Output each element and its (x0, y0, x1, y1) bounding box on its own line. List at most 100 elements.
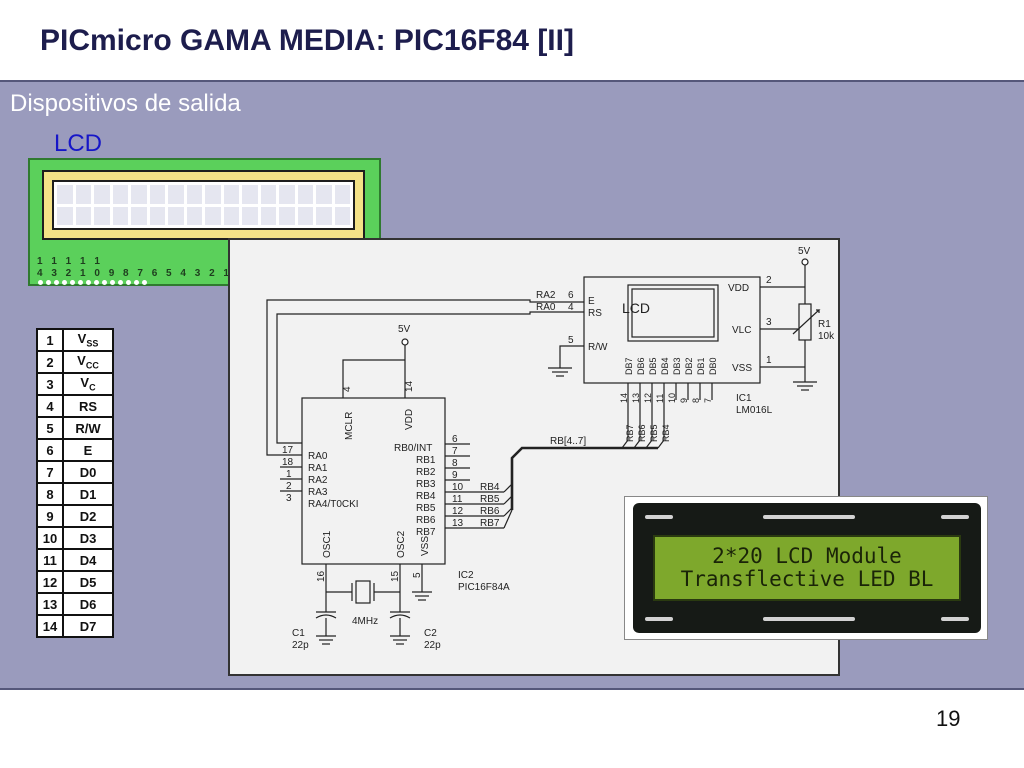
mcu-pin-osc1-num: 16 (316, 570, 327, 582)
lcd-char-cell (242, 185, 258, 204)
lcd-pin-vlc-num: 3 (766, 317, 772, 328)
pin-signal: VC (62, 372, 114, 396)
pin-number: 7 (36, 460, 64, 484)
lcd-bezel (42, 170, 365, 240)
lcd-pin-e: E (588, 296, 595, 307)
mcu-pin-osc2-num: 15 (390, 570, 401, 582)
mcu-pin-ra1-num: 18 (282, 457, 294, 468)
supply-5v-right: 5V (798, 246, 811, 257)
lcd-bus-rb7: RB7 (625, 424, 635, 442)
lcd-char-cell (168, 185, 184, 204)
lcd-db3-num: 10 (667, 393, 677, 403)
pin-signal-name: D6 (79, 596, 97, 612)
mcu-pin-vdd: VDD (404, 409, 415, 430)
mcu-pin-rb3: RB3 (416, 479, 436, 490)
c2-value: 22p (424, 640, 441, 651)
mcu-pin-ra0: RA0 (308, 451, 328, 462)
crystal-label: 4MHz (352, 616, 378, 627)
mcu-pin-rb0-num: 6 (452, 434, 458, 445)
mcu-pin-rb1-num: 7 (452, 446, 458, 457)
lcd-char-cell (316, 185, 332, 204)
lcd-char-cell (112, 185, 128, 204)
lcd-bus-rb6: RB6 (637, 424, 647, 442)
schematic-drawing: LCD E RS R/W 6 4 5 RA2 RA0 VDD VLC VSS 2… (266, 246, 835, 651)
lcd-pin-pad (126, 280, 131, 285)
lcd-pin-vlc: VLC (732, 325, 751, 336)
pin-signal-subscript: SS (86, 338, 99, 349)
pin-signal: D6 (62, 592, 114, 616)
lcd-db0-num: 7 (703, 398, 713, 403)
lcd-pin-pad (134, 280, 139, 285)
mcu-pin-mclr: MCLR (344, 412, 355, 440)
lcd-char-cell (334, 206, 350, 225)
pin-signal: D5 (62, 570, 114, 594)
lcd-char-cell (223, 206, 239, 225)
pin-signal-name: D0 (79, 464, 97, 480)
lcd-db6: DB6 (636, 357, 646, 375)
pin-signal: D3 (62, 526, 114, 550)
lcd-char-cell (205, 185, 221, 204)
mcu-pin-vss: VSS (420, 536, 431, 556)
mcu-pin-ra0-num: 17 (282, 445, 294, 456)
lcd-module-body: 2*20 LCD Module Transflective LED BL (633, 503, 981, 633)
lcd-char-cell (205, 206, 221, 225)
pin-signal-subscript: CC (85, 360, 99, 371)
lcd-module-display: 2*20 LCD Module Transflective LED BL (653, 535, 961, 601)
pin-number: 4 (36, 394, 64, 418)
mcu-pin-rb4: RB4 (416, 491, 436, 502)
lcd-pin-rs-num: 4 (568, 302, 574, 313)
lcd-module-line-1: 2*20 LCD Module (712, 544, 902, 568)
mcu-bus-rb7: RB7 (480, 518, 500, 529)
lcd-pin-vdd-num: 2 (766, 275, 772, 286)
lcd-pin-pad (102, 280, 107, 285)
mcu-pin-rb6-num: 12 (452, 506, 464, 517)
pin-signal-name: V (80, 375, 90, 391)
mcu-pin-ra2-num: 1 (286, 469, 292, 480)
mcu-pin-rb5: RB5 (416, 503, 436, 514)
lcd-pin-numbers-units: 4 3 2 1 0 9 8 7 6 5 4 3 2 1 (37, 268, 232, 279)
mcu-pin-rb4-num: 10 (452, 482, 464, 493)
lcd-char-cell (279, 185, 295, 204)
lcd-char-cell (316, 206, 332, 225)
lcd-db5: DB5 (648, 357, 658, 375)
pin-signal-name: V (77, 353, 86, 369)
pin-signal-name: D2 (79, 508, 97, 524)
lcd-char-cell (297, 206, 313, 225)
pin-signal: D0 (62, 460, 114, 484)
lcd-pin-pad (38, 280, 43, 285)
lcd-ic-ref: IC1 (736, 393, 752, 404)
pin-signal: D1 (62, 482, 114, 506)
bus-label: RB[4..7] (550, 436, 586, 447)
lcd-pin-e-num: 6 (568, 290, 574, 301)
pin-signal: VCC (62, 350, 114, 374)
lcd-pin-pad (94, 280, 99, 285)
lcd-pin-pad (86, 280, 91, 285)
lcd-db2-num: 9 (679, 398, 689, 403)
pin-signal-name: D4 (79, 552, 97, 568)
lcd-pin-pads (38, 280, 147, 285)
lcd-char-cell (75, 185, 91, 204)
mcu-pin-ra3: RA3 (308, 487, 328, 498)
pin-number: 3 (36, 372, 64, 396)
pin-number: 5 (36, 416, 64, 440)
lcd-pin-vss: VSS (732, 363, 752, 374)
mcu-pin-osc1: OSC1 (322, 530, 333, 558)
resistor-ref: R1 (818, 319, 831, 330)
lcd-pin-rw-num: 5 (568, 335, 574, 346)
net-ra2: RA2 (536, 290, 556, 301)
pin-signal-name: D5 (79, 574, 97, 590)
lcd-char-cell (334, 185, 350, 204)
c2-ref: C2 (424, 628, 437, 639)
lcd-pin-pad (78, 280, 83, 285)
pin-number: 6 (36, 438, 64, 462)
mcu-pin-rb5-num: 11 (452, 494, 463, 505)
pin-signal-subscript: C (89, 382, 96, 393)
lcd-pin-rw: R/W (588, 342, 608, 353)
